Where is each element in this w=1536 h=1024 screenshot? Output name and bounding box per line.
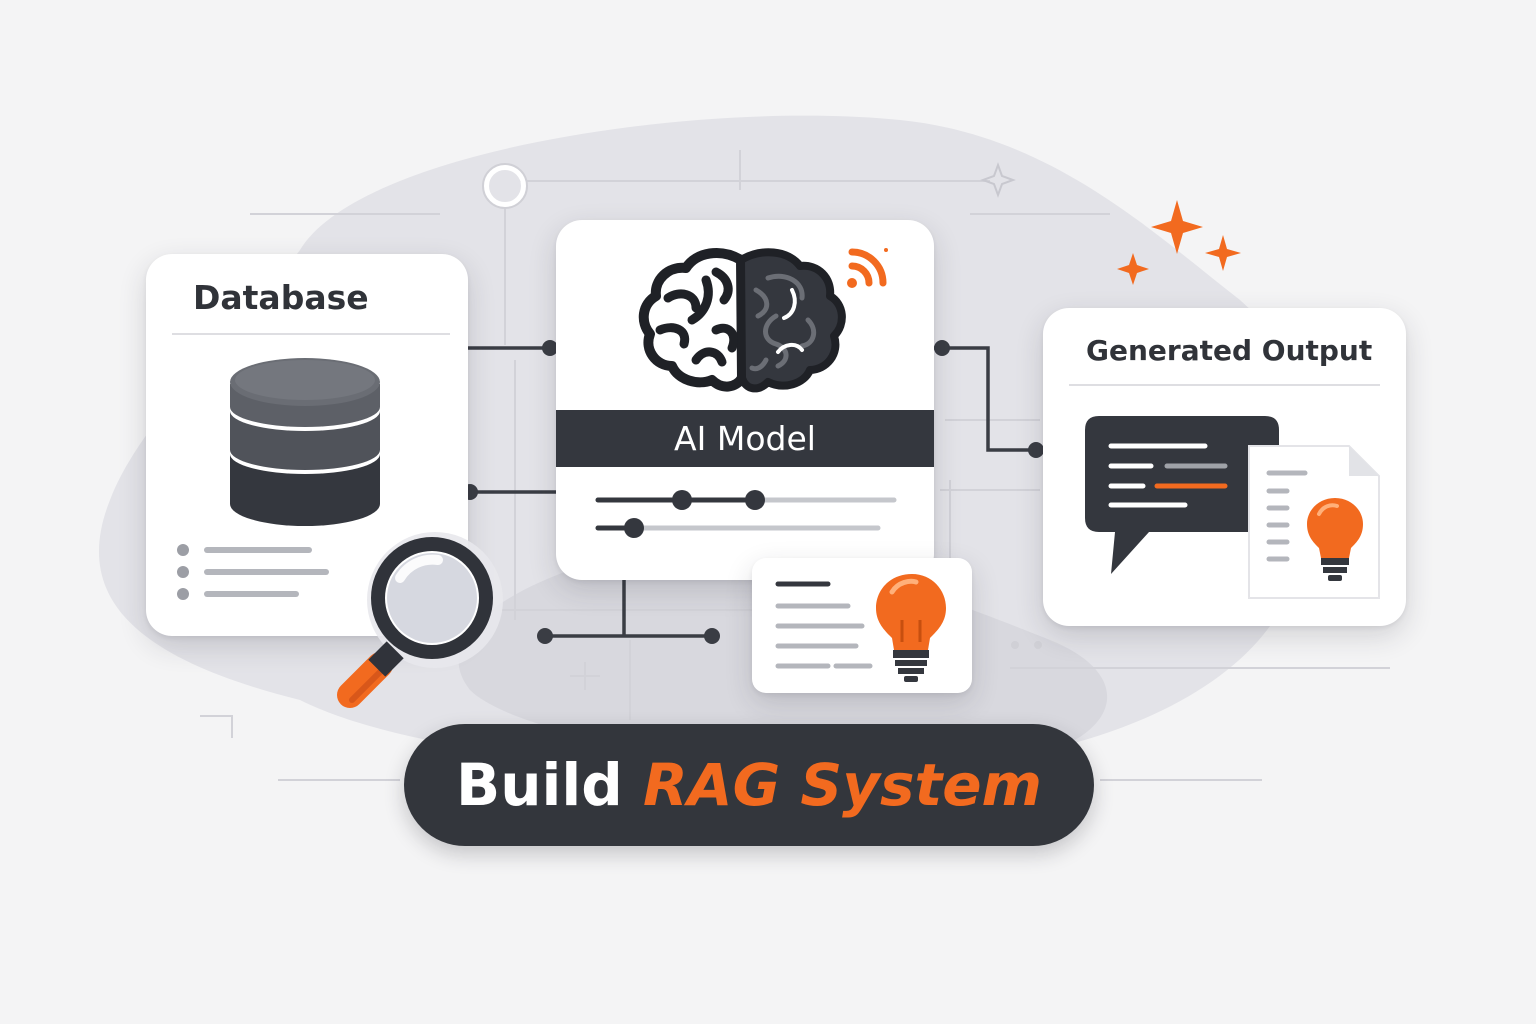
insight-card-art [775, 574, 946, 682]
database-card-title: Database [193, 278, 369, 317]
database-list-lines [177, 544, 189, 600]
lightbulb-icon [876, 574, 946, 682]
database-card-art [172, 333, 450, 600]
ai-model-card-title: AI Model [556, 410, 934, 467]
ai-model-card[interactable]: AI Model [556, 220, 934, 580]
faint-grid [200, 150, 1390, 781]
grid-node-ring-outline [482, 163, 528, 209]
generated-output-card[interactable]: Generated Output [1043, 308, 1406, 626]
build-rag-system-banner: Build RAG System [404, 724, 1094, 846]
grid-node-ring [483, 164, 527, 208]
slider-controls [595, 490, 897, 538]
faint-star [980, 162, 1016, 198]
generated-output-card-art [1069, 384, 1380, 599]
sparkle-icon [1117, 200, 1241, 285]
document-icon [1248, 445, 1380, 599]
connector-lines [468, 346, 1036, 638]
insight-card[interactable] [752, 558, 972, 693]
ai-model-card-art [595, 248, 897, 538]
connector-nodes [462, 340, 1044, 644]
magnifier-icon [337, 532, 503, 708]
banner-prefix: Build [456, 751, 623, 819]
lightbulb-icon [1307, 498, 1363, 581]
brain-icon [638, 248, 846, 393]
banner-highlight: RAG System [643, 751, 1042, 819]
chat-bubble-icon [1085, 416, 1279, 574]
signal-icon [847, 248, 888, 288]
database-icon [230, 358, 380, 526]
generated-output-card-title: Generated Output [1086, 334, 1373, 367]
